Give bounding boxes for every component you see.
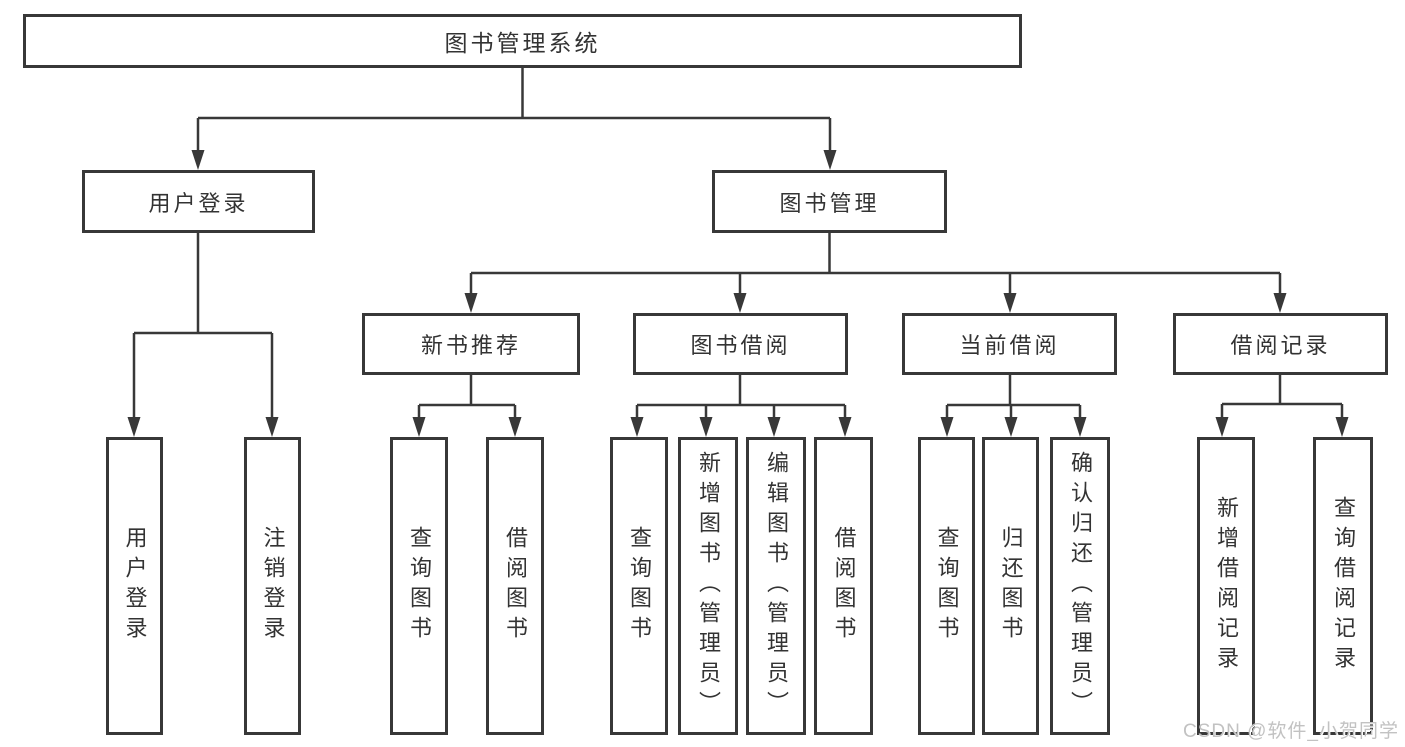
leaf-current-confirm-return-admin: 确认归还（管理员） xyxy=(1050,437,1110,735)
leaf-recommend-query-books: 查询图书 xyxy=(390,437,448,735)
leaf-records-query-record: 查询借阅记录 xyxy=(1313,437,1373,735)
leaf-current-confirm-return-admin-label: 确认归还（管理员） xyxy=(1068,451,1093,721)
leaf-current-query-books: 查询图书 xyxy=(918,437,975,735)
node-book-borrow: 图书借阅 xyxy=(633,313,848,375)
leaf-current-query-books-label: 查询图书 xyxy=(934,526,960,646)
leaf-logout: 注销登录 xyxy=(244,437,301,735)
node-new-book-recommend: 新书推荐 xyxy=(362,313,580,375)
leaf-recommend-borrow-books-label: 借阅图书 xyxy=(503,526,528,646)
leaf-logout-label: 注销登录 xyxy=(260,526,286,646)
leaf-borrow-query-books-label: 查询图书 xyxy=(627,526,652,646)
leaf-borrow-query-books: 查询图书 xyxy=(610,437,668,735)
leaf-records-query-record-label: 查询借阅记录 xyxy=(1331,496,1356,676)
leaf-records-add-record: 新增借阅记录 xyxy=(1197,437,1255,735)
node-book-management: 图书管理 xyxy=(712,170,947,233)
leaf-borrow-borrow-books-label: 借阅图书 xyxy=(831,526,857,646)
node-root: 图书管理系统 xyxy=(23,14,1022,68)
leaf-borrow-add-books-admin: 新增图书（管理员） xyxy=(678,437,738,735)
node-book-management-label: 图书管理 xyxy=(779,190,880,216)
leaf-user-login: 用户登录 xyxy=(106,437,163,735)
leaf-borrow-edit-books-admin: 编辑图书（管理员） xyxy=(746,437,806,735)
node-root-label: 图书管理系统 xyxy=(444,30,601,56)
node-borrow-records-label: 借阅记录 xyxy=(1230,333,1331,358)
node-user-login: 用户登录 xyxy=(82,170,315,233)
leaf-current-return-books-label: 归还图书 xyxy=(998,526,1024,646)
watermark: CSDN @软件_小贺同学 xyxy=(1183,721,1399,742)
leaf-recommend-borrow-books: 借阅图书 xyxy=(486,437,544,735)
node-current-borrow: 当前借阅 xyxy=(902,313,1117,375)
leaf-recommend-query-books-label: 查询图书 xyxy=(407,526,432,646)
leaf-user-login-label: 用户登录 xyxy=(122,526,148,646)
leaf-records-add-record-label: 新增借阅记录 xyxy=(1214,496,1239,676)
leaf-current-return-books: 归还图书 xyxy=(982,437,1039,735)
leaf-borrow-add-books-admin-label: 新增图书（管理员） xyxy=(696,451,721,721)
node-book-borrow-label: 图书借阅 xyxy=(690,333,791,358)
leaf-borrow-edit-books-admin-label: 编辑图书（管理员） xyxy=(764,451,789,721)
node-user-login-label: 用户登录 xyxy=(148,190,249,216)
node-borrow-records: 借阅记录 xyxy=(1173,313,1388,375)
node-current-borrow-label: 当前借阅 xyxy=(959,333,1060,358)
node-new-book-recommend-label: 新书推荐 xyxy=(420,333,521,358)
leaf-borrow-borrow-books: 借阅图书 xyxy=(814,437,873,735)
